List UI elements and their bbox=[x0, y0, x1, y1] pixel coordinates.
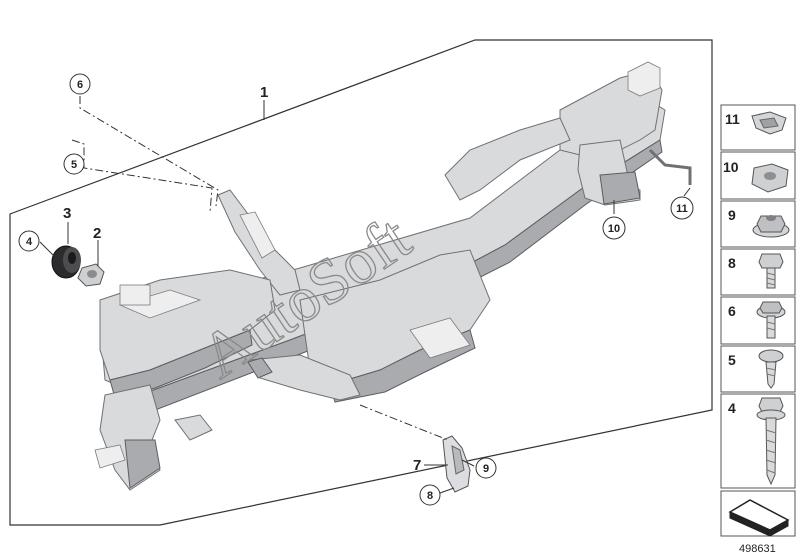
nut-part bbox=[77, 263, 105, 287]
svg-text:9: 9 bbox=[483, 463, 489, 475]
assembly-outline bbox=[9, 39, 713, 526]
callout-7: 7 bbox=[413, 457, 421, 474]
callout-circle-9: 9 bbox=[475, 457, 497, 479]
svg-text:6: 6 bbox=[728, 303, 736, 319]
callout-1: 1 bbox=[260, 84, 268, 101]
svg-text:11: 11 bbox=[725, 111, 740, 127]
legend-column: 11 10 9 8 bbox=[720, 104, 796, 537]
legend-item-5: 5 bbox=[720, 345, 796, 393]
svg-text:9: 9 bbox=[728, 207, 736, 223]
svg-text:8: 8 bbox=[728, 255, 736, 271]
legend-item-11: 11 bbox=[720, 104, 796, 151]
callout-circle-11: 11 bbox=[670, 196, 694, 220]
svg-text:6: 6 bbox=[77, 79, 83, 91]
arrow-icon bbox=[720, 490, 796, 537]
legend-item-4: 4 bbox=[720, 393, 796, 489]
callout-circle-10: 10 bbox=[602, 216, 626, 240]
svg-text:10: 10 bbox=[608, 223, 620, 235]
callout-3: 3 bbox=[63, 205, 71, 222]
cross-car-beam bbox=[94, 61, 692, 491]
callout-circle-6: 6 bbox=[69, 73, 91, 95]
callout-2: 2 bbox=[93, 225, 101, 242]
document-id: 498631 bbox=[739, 543, 776, 555]
svg-text:10: 10 bbox=[723, 159, 739, 175]
svg-text:5: 5 bbox=[71, 159, 77, 171]
legend-item-9: 9 bbox=[720, 200, 796, 248]
callout-circle-4: 4 bbox=[18, 230, 40, 252]
svg-text:11: 11 bbox=[676, 203, 688, 215]
svg-text:4: 4 bbox=[26, 236, 33, 248]
leader-lines bbox=[39, 96, 691, 494]
callout-circle-5: 5 bbox=[63, 153, 85, 175]
legend-item-6: 6 bbox=[720, 296, 796, 345]
svg-text:4: 4 bbox=[728, 400, 736, 416]
svg-text:8: 8 bbox=[427, 490, 433, 502]
bushing-part bbox=[51, 245, 81, 279]
clip-part bbox=[442, 435, 471, 493]
svg-text:5: 5 bbox=[728, 352, 736, 368]
legend-item-10: 10 bbox=[720, 151, 796, 200]
callout-circle-8: 8 bbox=[419, 484, 441, 506]
legend-item-8: 8 bbox=[720, 248, 796, 296]
